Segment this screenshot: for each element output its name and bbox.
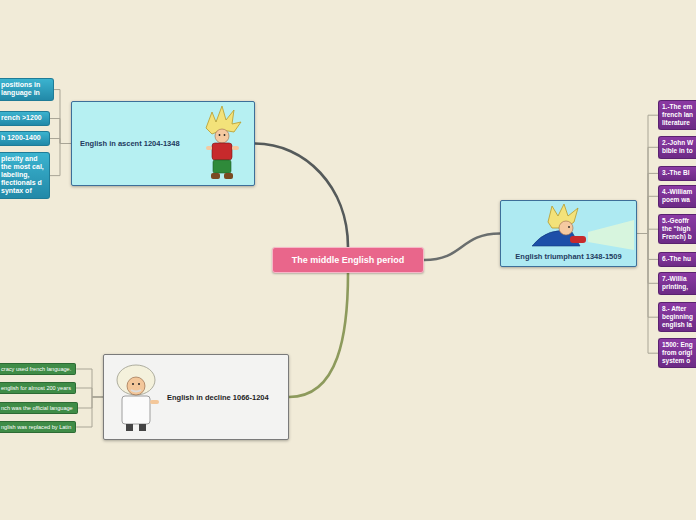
bracket-connector	[637, 115, 658, 233]
branch-box: English triumphant 1348-1509	[500, 200, 637, 267]
subtopic-box: 6.-The hu	[658, 252, 696, 267]
bracket-connector	[54, 90, 71, 144]
decline-cartoon	[117, 365, 159, 431]
branch-connector	[289, 273, 348, 397]
node-label: English triumphant 1348-1509	[515, 252, 621, 261]
node-label: 1.-The em french lan literature	[662, 103, 695, 126]
subtopic-box: 4.-William poem wa	[658, 185, 696, 208]
triumphant-cartoon	[532, 204, 634, 250]
node-label: 7.-Willia printing,	[662, 275, 695, 291]
node-label: 4.-William poem wa	[662, 188, 695, 204]
subtopic-box: 1500: Eng from origi system o	[658, 338, 696, 368]
node-label: english for almost 200 years	[1, 385, 71, 391]
node-label: 3.-The Bl	[662, 169, 695, 177]
subtopic-box: 1.-The em french lan literature	[658, 100, 696, 130]
node-label: plexity and the most cal, labeling, flec…	[1, 155, 46, 195]
subtopic-box: 5.-Geoffr the “high French) b	[658, 214, 696, 244]
node-label: 6.-The hu	[662, 255, 695, 263]
subtopic-box: h 1200-1400	[0, 131, 50, 146]
central-topic: The middle English period	[272, 247, 424, 273]
node-label: 8.- After beginning english la	[662, 305, 695, 328]
bracket-connector	[50, 144, 71, 176]
branch-box: English in ascent 1204-1348	[71, 101, 255, 186]
subtopic-box: english for almost 200 years	[0, 382, 76, 394]
bracket-connector	[76, 388, 103, 397]
branch-connector	[255, 144, 348, 248]
subtopic-box: plexity and the most cal, labeling, flec…	[0, 152, 50, 199]
node-label: rench >1200	[1, 114, 46, 122]
subtopic-box: 8.- After beginning english la	[658, 302, 696, 332]
node-label: h 1200-1400	[1, 134, 46, 142]
subtopic-box: rench >1200	[0, 111, 50, 126]
node-label: 5.-Geoffr the “high French) b	[662, 217, 695, 240]
bracket-connector	[637, 229, 658, 233]
node-label: 2.-John W bible in to	[662, 139, 695, 155]
subtopic-box: positions in language in	[0, 78, 54, 101]
subtopic-box: nch was the official language	[0, 402, 78, 414]
subtopic-box: 3.-The Bl	[658, 166, 696, 181]
node-label: positions in language in	[1, 81, 50, 97]
node-label: English in ascent 1204-1348	[80, 139, 180, 148]
bracket-connector	[76, 397, 103, 427]
bracket-connector	[76, 369, 103, 397]
node-label: 1500: Eng from origi system o	[662, 341, 695, 364]
bracket-connector	[637, 173, 658, 233]
ascent-cartoon	[206, 106, 241, 179]
node-label: The middle English period	[292, 255, 405, 265]
bracket-connector	[50, 119, 71, 144]
bracket-connector	[78, 397, 103, 408]
branch-box: English in decline 1066-1204	[103, 354, 289, 440]
bracket-connector	[637, 147, 658, 233]
bracket-connector	[50, 139, 71, 144]
node-label: English in decline 1066-1204	[167, 393, 269, 402]
branch-connector	[424, 234, 500, 261]
subtopic-box: nglish was replaced by Latin	[0, 421, 76, 433]
node-label: nglish was replaced by Latin	[1, 424, 71, 430]
subtopic-box: 2.-John W bible in to	[658, 136, 696, 159]
subtopic-box: 7.-Willia printing,	[658, 272, 696, 295]
subtopic-box: cracy used french language.	[0, 363, 76, 375]
node-label: nch was the official language	[1, 405, 73, 411]
node-label: cracy used french language.	[1, 366, 71, 372]
bracket-connector	[637, 234, 658, 354]
bracket-connector	[637, 196, 658, 233]
